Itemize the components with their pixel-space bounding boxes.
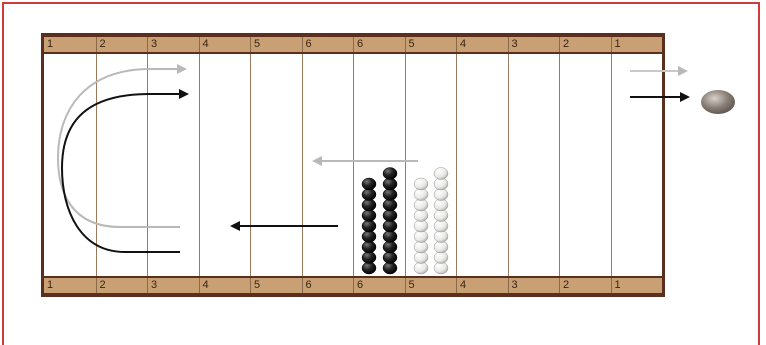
- white-stone: [414, 252, 428, 264]
- white-stone: [434, 262, 448, 274]
- black-stone: [362, 210, 376, 222]
- white-stone: [414, 241, 428, 253]
- white-stone: [434, 231, 448, 243]
- white-stone: [414, 210, 428, 222]
- stone-stacks: [362, 168, 448, 275]
- black-stone: [383, 262, 397, 274]
- black-stone: [362, 189, 376, 201]
- black-stone: [362, 220, 376, 232]
- white-stone: [434, 241, 448, 253]
- white-stone: [414, 199, 428, 211]
- white-stone: [434, 220, 448, 232]
- white-stone: [434, 210, 448, 222]
- black-stone: [383, 168, 397, 180]
- exited-stone: [701, 90, 735, 114]
- light-u-turn-arrow: [58, 69, 185, 227]
- black-stone: [362, 241, 376, 253]
- black-stone: [362, 199, 376, 211]
- white-stone: [414, 262, 428, 274]
- white-stone: [414, 220, 428, 232]
- white-stone: [414, 178, 428, 190]
- white-stone: [434, 178, 448, 190]
- black-stone: [383, 231, 397, 243]
- black-stone: [383, 241, 397, 253]
- black-stone: [362, 262, 376, 274]
- black-stone: [362, 252, 376, 264]
- white-stone: [434, 168, 448, 180]
- black-stone: [383, 210, 397, 222]
- black-stone: [383, 178, 397, 190]
- black-stone: [383, 252, 397, 264]
- black-stone: [383, 220, 397, 232]
- black-stone: [383, 199, 397, 211]
- black-stone: [383, 189, 397, 201]
- black-stone: [362, 178, 376, 190]
- black-stone: [362, 231, 376, 243]
- white-stone: [434, 189, 448, 201]
- white-stone: [434, 252, 448, 264]
- white-stone: [414, 189, 428, 201]
- white-stone: [434, 199, 448, 211]
- white-stone: [414, 231, 428, 243]
- dark-u-turn-arrow: [62, 94, 187, 252]
